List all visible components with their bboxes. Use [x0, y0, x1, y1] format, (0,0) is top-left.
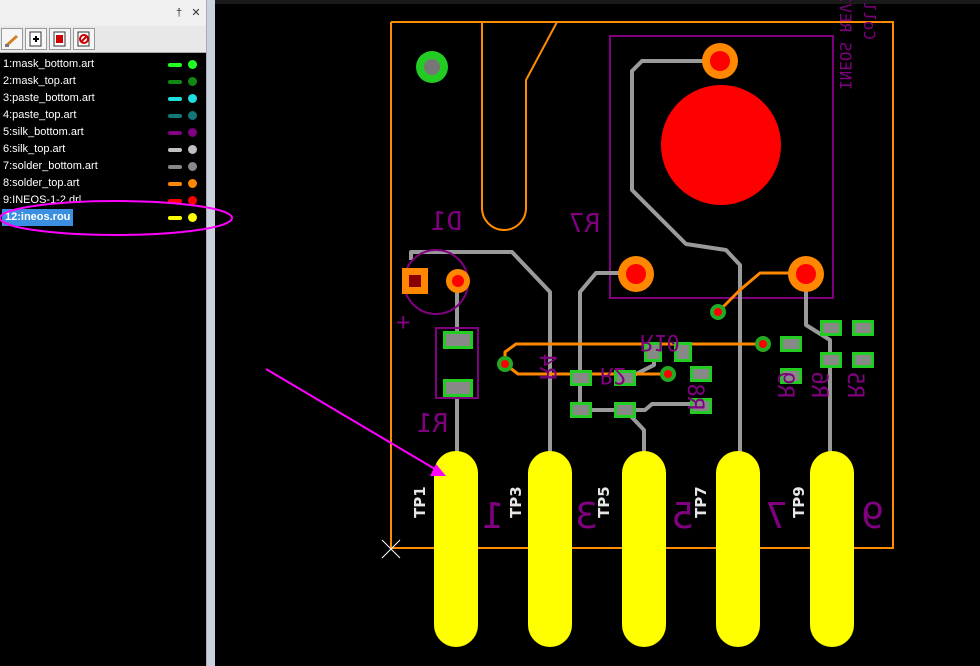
- layer-item-label: 2:mask_top.art: [3, 75, 76, 87]
- delete-layer-icon[interactable]: [73, 28, 95, 50]
- label-tp3: TP3: [507, 486, 525, 518]
- pin-number-3: 3: [575, 496, 598, 537]
- close-icon[interactable]: ✕: [191, 7, 201, 19]
- layer-line-swatch[interactable]: [168, 131, 182, 135]
- add-layer-icon[interactable]: [25, 28, 47, 50]
- silk-component-outline: [609, 35, 834, 299]
- layer-item[interactable]: 5:silk_bottom.art: [0, 124, 206, 141]
- layer-item[interactable]: 1:mask_bottom.art: [0, 56, 206, 73]
- layer-line-swatch[interactable]: [168, 114, 182, 118]
- layer-item-label: 1:mask_bottom.art: [3, 58, 95, 70]
- silk-plus: +: [396, 308, 410, 336]
- refdes-r1: R1: [417, 409, 448, 439]
- pin-number-5: 5: [671, 496, 694, 537]
- layer-properties-icon[interactable]: [49, 28, 71, 50]
- layer-line-swatch[interactable]: [168, 165, 182, 169]
- through-hole-pads: [618, 43, 824, 292]
- silk-refdes: D1 R7 R1 +: [396, 207, 600, 439]
- silk-company: Collins Technologies: [860, 0, 879, 40]
- pin-icon[interactable]: †: [175, 7, 183, 19]
- layer-line-swatch[interactable]: [168, 80, 182, 84]
- layer-line-swatch[interactable]: [168, 97, 182, 101]
- label-tp7: TP7: [692, 486, 710, 518]
- layer-dot-swatch[interactable]: [188, 128, 197, 137]
- layer-item[interactable]: 8:solder_top.art: [0, 175, 206, 192]
- label-tp1: TP1: [411, 486, 429, 518]
- layer-line-swatch[interactable]: [168, 216, 182, 220]
- layer-item-label: 5:silk_bottom.art: [3, 126, 84, 138]
- layer-item-label: 4:paste_top.art: [3, 109, 77, 121]
- refdes-r6: R6: [806, 372, 831, 399]
- layer-dot-swatch[interactable]: [188, 196, 197, 205]
- tp1-pad: [434, 451, 478, 647]
- refdes-r4: R4: [534, 354, 559, 381]
- silk-rev: INEOS REV1: [836, 0, 855, 90]
- layer-item[interactable]: 3:paste_bottom.art: [0, 90, 206, 107]
- layer-item-label: 6:silk_top.art: [3, 143, 66, 155]
- layers-panel: † ✕ 1:mask_bottom.art 2:mask_top.art 3:pas…: [0, 0, 206, 666]
- annotation-ellipse: [0, 200, 233, 236]
- layer-item[interactable]: 7:solder_bottom.art: [0, 158, 206, 175]
- tp5-pad: [622, 451, 666, 647]
- layer-line-swatch[interactable]: [168, 63, 182, 67]
- refdes-r8: R8: [682, 384, 707, 411]
- layer-dot-swatch[interactable]: [188, 179, 197, 188]
- tp-labels: TP1 TP3 TP5 TP7 TP9: [411, 486, 808, 518]
- layer-item-label: 12:ineos.rou: [2, 209, 74, 226]
- silk-pin-numbers: 1 3 5 7 9: [481, 496, 884, 537]
- layer-line-swatch[interactable]: [168, 199, 182, 203]
- label-tp5: TP5: [595, 486, 613, 518]
- annotation-arrow-line: [265, 368, 441, 473]
- vias: [497, 304, 771, 382]
- mounting-hole: [661, 85, 781, 205]
- layer-dot-swatch[interactable]: [188, 145, 197, 154]
- smd-pads: [570, 320, 874, 418]
- tp9-pad: [810, 451, 854, 647]
- layer-item[interactable]: 4:paste_top.art: [0, 107, 206, 124]
- layer-dot-swatch[interactable]: [188, 94, 197, 103]
- refdes-r2: R2: [600, 362, 627, 387]
- layer-dot-swatch[interactable]: [188, 162, 197, 171]
- tp3-pad: [528, 451, 572, 647]
- refdes-d1: D1: [431, 207, 462, 237]
- layer-list: 1:mask_bottom.art 2:mask_top.art 3:paste_b…: [0, 56, 206, 226]
- silk-refdes-rotated: R10 R2 R4 R8 R9 R6 R5 INEOS REV1 Collins…: [534, 0, 879, 410]
- r1-silk-outline: [435, 327, 479, 399]
- layer-item[interactable]: 12:ineos.rou: [0, 209, 206, 226]
- refdes-r5: R5: [842, 372, 867, 399]
- layer-item-label: 3:paste_bottom.art: [3, 92, 95, 104]
- pin-number-9: 9: [861, 496, 884, 537]
- refdes-r10: R10: [640, 329, 680, 354]
- layer-dot-swatch[interactable]: [188, 213, 197, 222]
- layer-dot-swatch[interactable]: [188, 77, 197, 86]
- canvas-top-edge: [215, 0, 980, 4]
- layer-item[interactable]: 2:mask_top.art: [0, 73, 206, 90]
- board-outline: [390, 21, 894, 549]
- layer-dot-swatch[interactable]: [188, 111, 197, 120]
- layer-line-swatch[interactable]: [168, 148, 182, 152]
- pin-number-7: 7: [765, 496, 788, 537]
- refdes-r7: R7: [569, 209, 600, 239]
- layer-dot-swatch[interactable]: [188, 60, 197, 69]
- pin-number-1: 1: [481, 496, 504, 537]
- layer-item[interactable]: 6:silk_top.art: [0, 141, 206, 158]
- label-tp9: TP9: [790, 486, 808, 518]
- layer-item-label: 7:solder_bottom.art: [3, 160, 98, 172]
- brush-icon[interactable]: [1, 28, 23, 50]
- refdes-r9: R9: [772, 372, 797, 399]
- layer-item-label: 8:solder_top.art: [3, 177, 80, 189]
- layer-line-swatch[interactable]: [168, 182, 182, 186]
- tp7-pad: [716, 451, 760, 647]
- layer-toolbar: [0, 26, 206, 53]
- test-point-pads: [434, 451, 854, 647]
- origin-crosshair: [381, 539, 401, 559]
- annotation-arrowhead: [430, 464, 446, 476]
